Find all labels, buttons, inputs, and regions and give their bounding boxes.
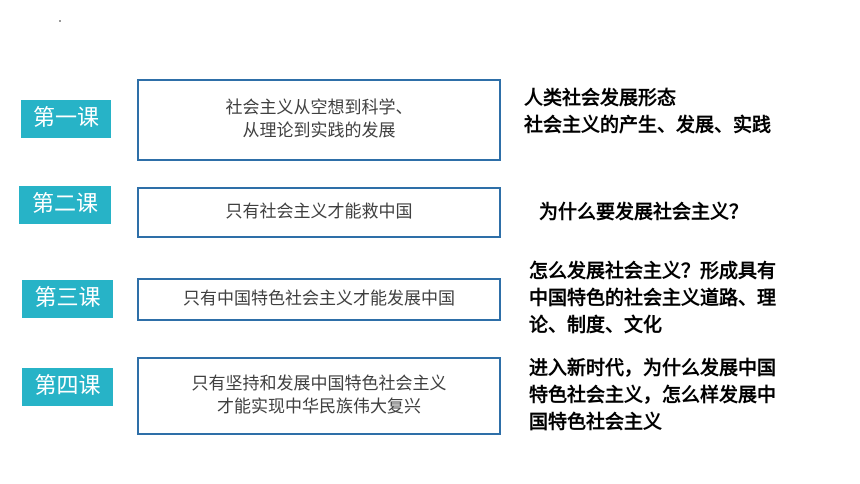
lesson-4-title-line-1: 只有坚持和发展中国特色社会主义 xyxy=(191,374,447,394)
lesson-2-title-box: 只有社会主义才能救中国 xyxy=(137,187,501,238)
lesson-4-title-line-2: 才能实现中华民族伟大复兴 xyxy=(217,397,421,417)
lesson-4-tag: 第四课 xyxy=(22,368,113,406)
lesson-4-title-box: 只有坚持和发展中国特色社会主义 才能实现中华民族伟大复兴 xyxy=(137,357,501,435)
decorative-dot xyxy=(59,20,61,22)
lesson-4-note-line-1: 进入新时代，为什么发展中国 xyxy=(529,357,777,379)
lesson-1-tag: 第一课 xyxy=(21,100,111,138)
lesson-1-title-box: 社会主义从空想到科学、 从理论到实践的发展 xyxy=(137,79,501,161)
lesson-4-note: 进入新时代，为什么发展中国 特色社会主义，怎么样发展中 国特色社会主义 xyxy=(529,355,776,436)
lesson-1-title-line-2: 从理论到实践的发展 xyxy=(242,121,396,141)
lesson-4-note-line-3: 国特色社会主义 xyxy=(529,411,663,433)
lesson-3-tag: 第三课 xyxy=(22,280,113,318)
lesson-1-title-line-1: 社会主义从空想到科学、 xyxy=(225,98,413,118)
lesson-3-note-line-3: 论、制度、文化 xyxy=(529,314,663,336)
lesson-2-tag: 第二课 xyxy=(19,186,111,224)
lesson-3-note-line-2: 中国特色的社会主义道路、理 xyxy=(529,287,777,309)
lesson-1-note: 人类社会发展形态 社会主义的产生、发展、实践 xyxy=(524,85,771,139)
lesson-2-note: 为什么要发展社会主义？ xyxy=(539,199,748,226)
lesson-1-note-line-2: 社会主义的产生、发展、实践 xyxy=(524,114,772,136)
lesson-1-note-line-1: 人类社会发展形态 xyxy=(524,87,677,109)
lesson-4-note-line-2: 特色社会主义，怎么样发展中 xyxy=(529,384,777,406)
lesson-2-note-line-1: 为什么要发展社会主义？ xyxy=(539,201,749,223)
lesson-3-title-line-1: 只有中国特色社会主义才能发展中国 xyxy=(183,289,455,309)
lesson-3-note: 怎么发展社会主义？形成具有 中国特色的社会主义道路、理 论、制度、文化 xyxy=(529,258,776,339)
lesson-2-title-line-1: 只有社会主义才能救中国 xyxy=(225,202,413,222)
lesson-3-title-box: 只有中国特色社会主义才能发展中国 xyxy=(137,278,501,321)
lesson-3-note-line-1: 怎么发展社会主义？形成具有 xyxy=(529,260,777,282)
